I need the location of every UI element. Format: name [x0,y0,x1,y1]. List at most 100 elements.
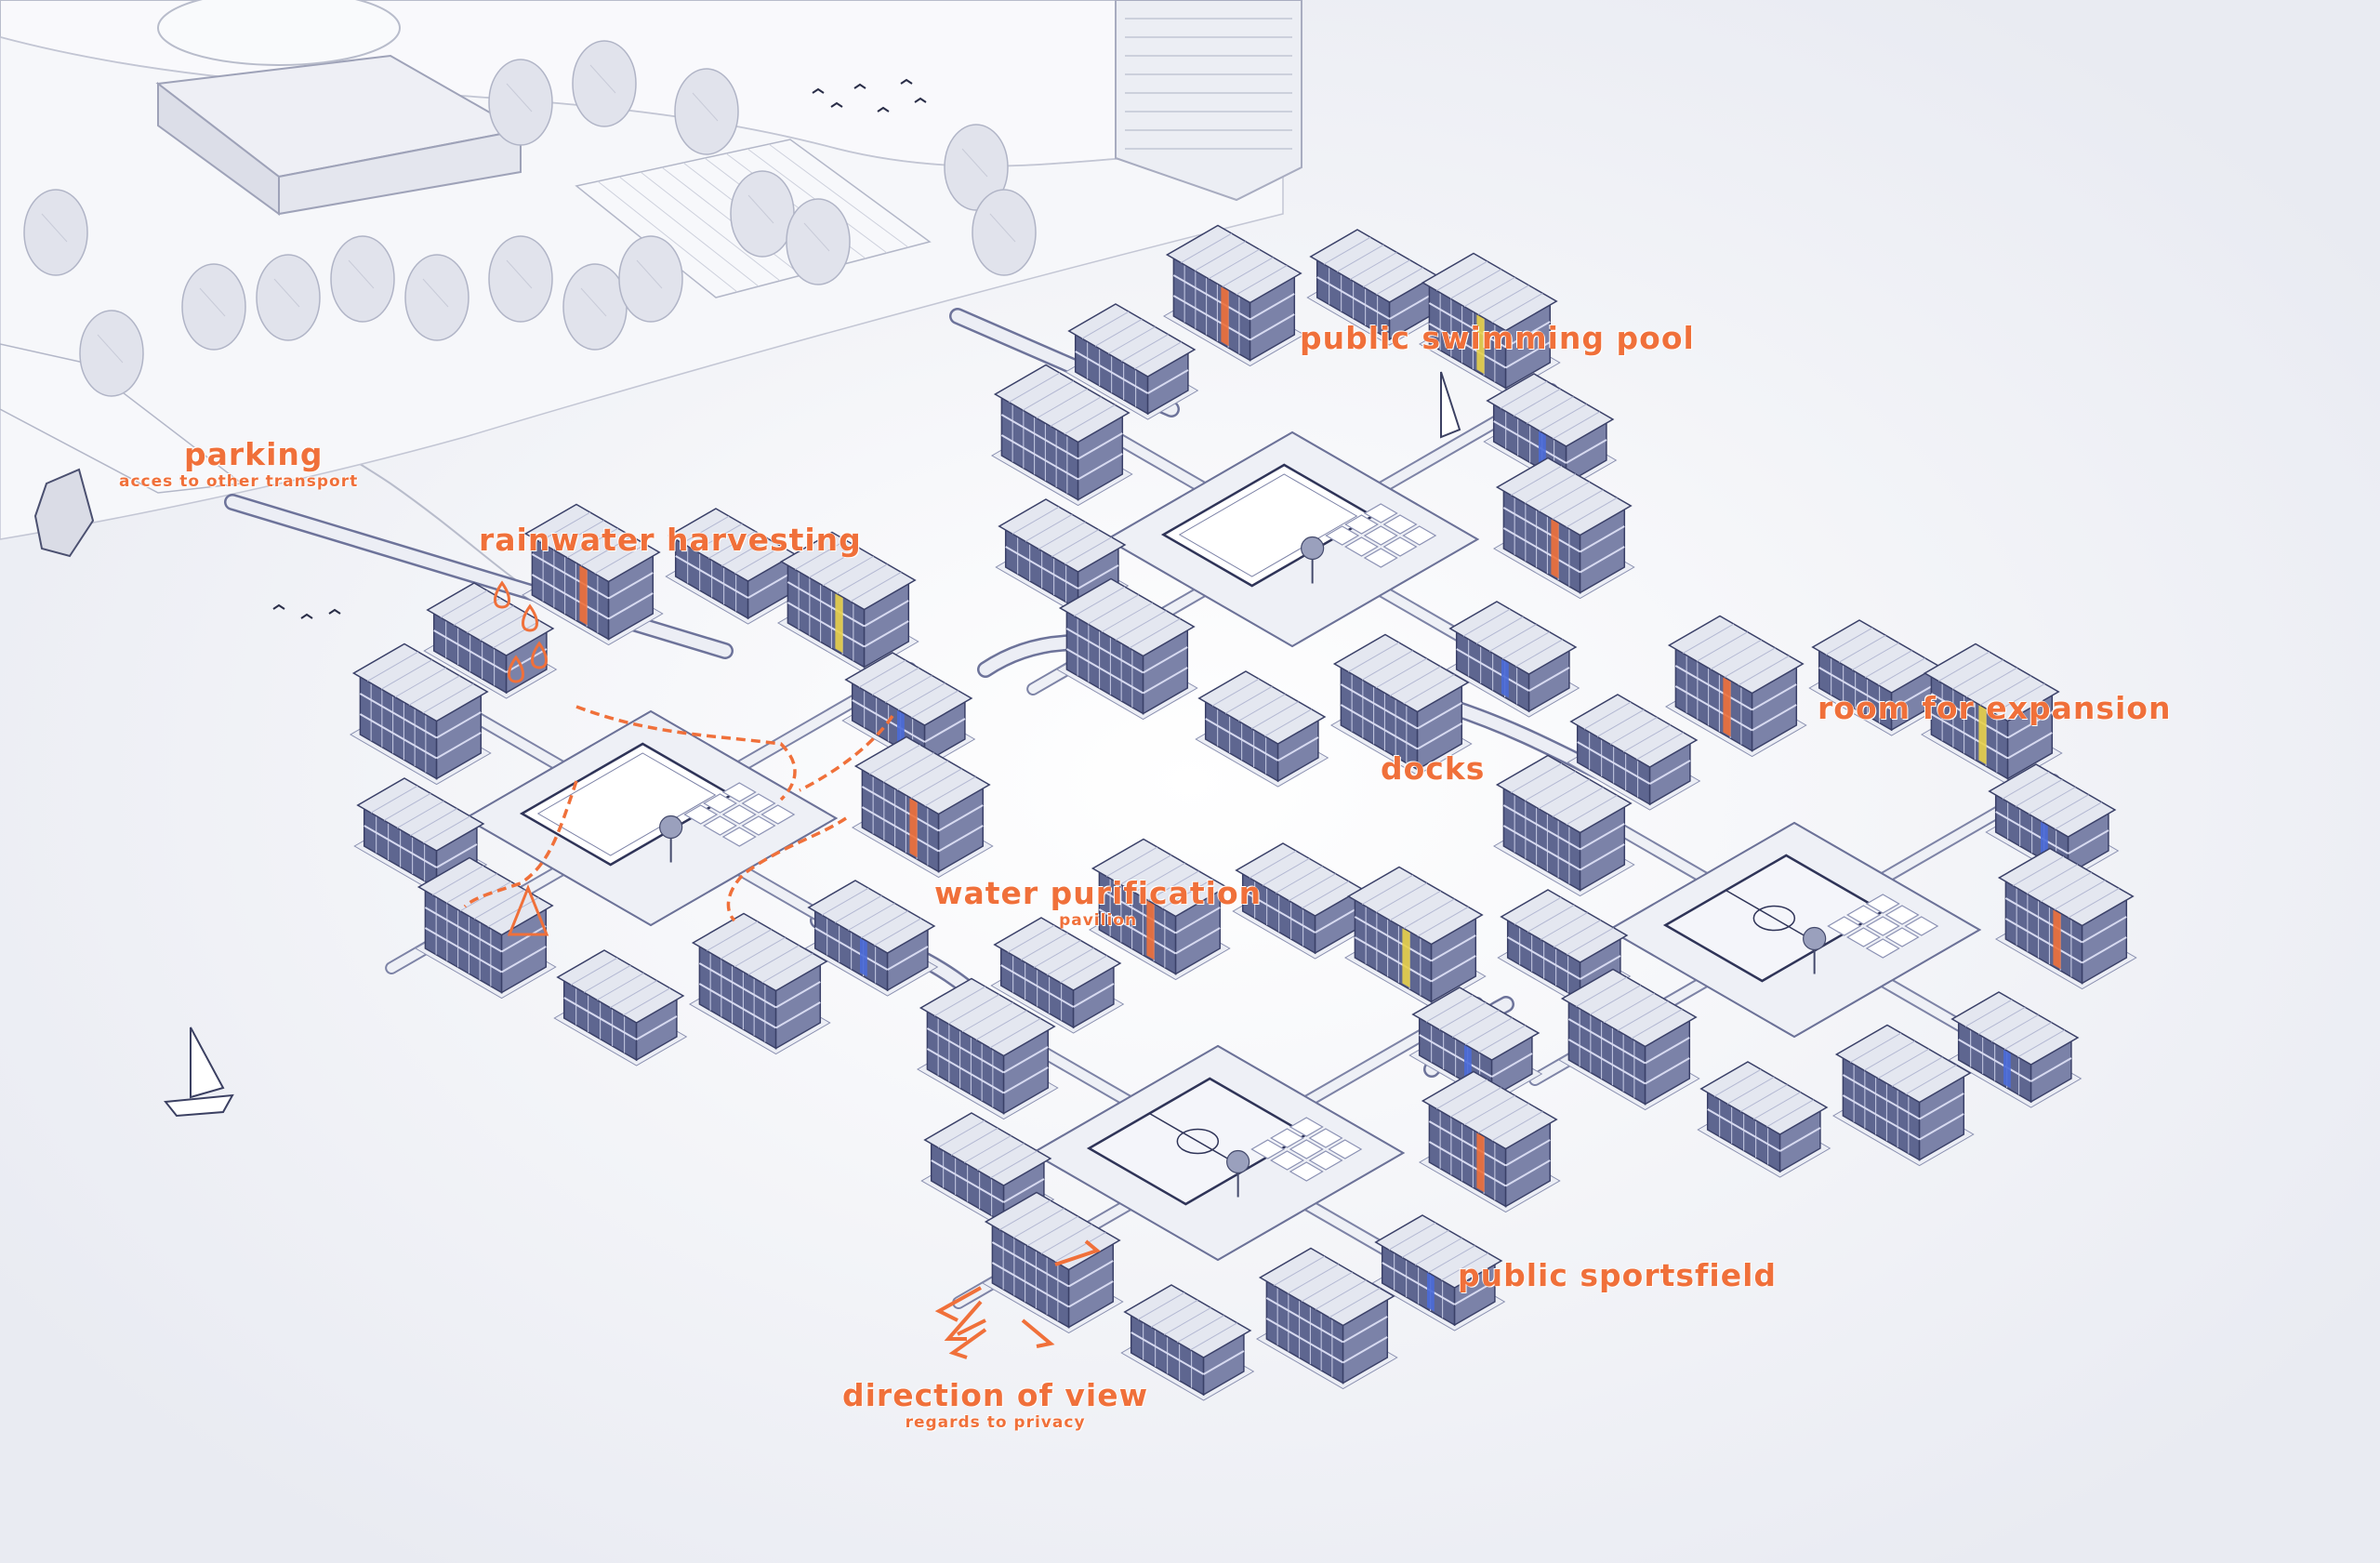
roof-panel-line [1249,850,1297,879]
floor-slab [1250,293,1295,321]
roof-panel-line [1951,659,2003,690]
bird [900,78,913,85]
roof-panel-line [1040,1224,1092,1254]
floor-slab [1075,351,1149,394]
roof-panel-line [1428,1245,1475,1274]
roof-panel-line [1965,667,2017,698]
floor-slab [1340,683,1419,730]
roof-panel-line [1477,285,1529,315]
label-purification: water purification pavilion [934,876,1262,931]
floor-slab [1502,527,1581,574]
roof-panel-line [1026,1215,1078,1247]
building [804,880,939,997]
floor-slab [1277,736,1319,762]
roof-panel-line [552,520,604,550]
roof-panel-line [1436,1079,1488,1110]
floor-slab [1417,722,1462,750]
bird [877,106,890,113]
tree-facet [803,222,830,252]
floor-slab [1003,1178,1045,1203]
floor-slab [1649,760,1691,785]
roof-panel-line [1389,666,1441,696]
roof-panel-line [1540,404,1587,432]
roof-panel-line [884,675,932,703]
roof-panel-line [1964,999,2013,1027]
parking-lot [0,343,244,494]
roof-panel-line [1766,1099,1814,1128]
canopy-tile [1289,1161,1324,1182]
tree-facet [692,92,719,122]
roof-panel-line [566,527,618,559]
roof-panel-line [1877,1048,1929,1080]
color-panel [1723,676,1731,737]
roof-panel-line [874,918,921,947]
roof-panel-line [1094,318,1143,347]
roof-panel-line [2040,871,2092,903]
roof-panel-line [1262,857,1310,886]
cluster-west [350,503,994,1066]
roof-panel-line [1449,1087,1501,1118]
color-panel [909,797,918,858]
canopy-tile [721,804,757,825]
floor-slab [1143,667,1188,695]
floor-slab [1580,823,1625,851]
roof-panel-line [1050,396,1102,427]
roof-panel-line [423,815,470,844]
view-arrow-icon [957,1318,986,1336]
canopy-tile [1250,1139,1286,1159]
building [1832,1024,1975,1167]
roof-panel-line [977,1143,1025,1172]
label-parking-subtitle: acces to other transport [119,472,359,491]
canopy-tile [1289,1139,1324,1159]
roof-panel-line [1336,244,1384,272]
parking-stall [618,176,760,287]
floor-slab [2030,1057,2072,1082]
roof-panel-line [924,775,976,807]
roof-panel-line [1990,1014,2039,1042]
tree-facet [273,278,300,308]
canopy-tile [741,793,776,814]
roof-panel-line [2002,771,2050,800]
shore-tree [730,170,795,258]
roof-panel-line [1349,252,1397,280]
building [1493,457,1635,600]
roof-panel-line [1147,870,1199,901]
shore-tree [256,254,321,341]
roof-panel-line [1865,650,1912,679]
roof-panel-line [1033,940,1081,968]
roof-panel-line [910,768,962,799]
floor-slab [1078,453,1123,481]
roof-panel-line [493,620,540,649]
roof-panel-line [410,808,457,837]
roof-panel-line [1465,1017,1513,1046]
color-panel [1402,927,1410,988]
floor-slab [1505,341,1551,369]
canopy-tile [721,827,757,847]
roof-panel-line [453,597,501,626]
shore-tree [618,235,683,323]
floor-slab [2007,711,2053,739]
shore-tree [572,40,637,127]
floor-slab [1505,321,1551,349]
color-panel [2053,908,2061,970]
canopy-tile [721,782,757,802]
roof-panel-line [1502,631,1550,660]
water-flow-line [463,780,578,908]
parking-stall [597,180,738,293]
roof-panel-line [1753,1092,1801,1120]
floor-slab [1203,1350,1245,1375]
floor-slab [1919,1093,1964,1120]
roof-panel-line [1491,292,1543,324]
roof-panel-line [396,801,444,828]
canopy-tile [1289,1117,1324,1137]
building [1446,601,1580,718]
floor-slab [1354,936,1433,983]
floor-slab [1003,1046,1049,1074]
roof-panel-line [1513,388,1561,417]
floor-slab [747,574,789,599]
roof-panel-line [1074,586,1126,617]
tree-facet [41,213,68,243]
floor-slab [787,602,866,648]
roof-panel-line [1274,1255,1326,1287]
roof-panel-line [694,523,743,551]
